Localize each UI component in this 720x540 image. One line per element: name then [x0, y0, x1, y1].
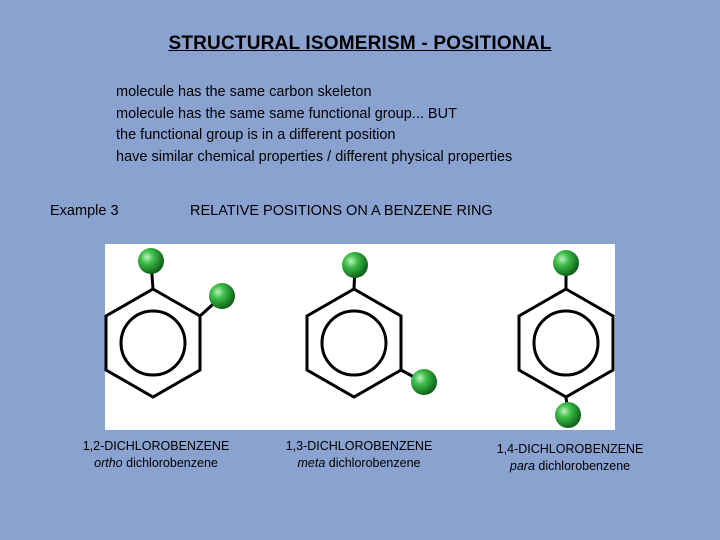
common-name-suffix: dichlorobenzene [325, 456, 421, 470]
chlorine-atom [209, 283, 235, 309]
isomer-prefix: meta [297, 456, 326, 470]
aromatic-circle [320, 309, 388, 377]
point-item: the functional group is in a different p… [116, 127, 396, 143]
isomer-prefix: ortho [94, 456, 123, 470]
common-name: para dichlorobenzene [470, 458, 670, 475]
point-item: molecule has the same same functional gr… [116, 105, 457, 122]
meta-label: 1,3-DICHLOROBENZENE meta dichlorobenzene [259, 438, 459, 472]
chlorine-atom [138, 248, 164, 274]
aromatic-circle [119, 309, 187, 377]
section-subheading: RELATIVE POSITIONS ON A BENZENE RING [190, 203, 493, 219]
point-item: molecule has the same carbon skeleton [116, 84, 372, 100]
isomer-prefix: para [509, 459, 535, 473]
aromatic-circle [532, 309, 600, 377]
para-dichlorobenzene-structure [517, 250, 615, 428]
chlorine-atom [553, 250, 579, 276]
molecule-name: 1,3-DICHLOROBENZENE [285, 439, 433, 453]
molecule-name: 1,4-DICHLOROBENZENE [496, 442, 644, 456]
common-name: meta dichlorobenzene [259, 455, 459, 472]
meta-dichlorobenzene-structure [305, 252, 437, 399]
slide-title: STRUCTURAL ISOMERISM - POSITIONAL [168, 33, 552, 54]
ortho-label: 1,2-DICHLOROBENZENE ortho dichlorobenzen… [56, 438, 256, 472]
common-name: ortho dichlorobenzene [56, 455, 256, 472]
para-label: 1,4-DICHLOROBENZENE para dichlorobenzene [470, 441, 670, 475]
common-name-suffix: dichlorobenzene [122, 456, 218, 470]
bullet-list: molecule has the same carbon skeleton mo… [116, 82, 512, 168]
benzene-ring [305, 287, 403, 399]
point-item: have similar chemical properties / diffe… [116, 148, 513, 165]
ortho-dichlorobenzene-structure [104, 248, 235, 399]
chlorine-atom [342, 252, 368, 278]
example-label: Example 3 [50, 203, 119, 219]
common-name-suffix: dichlorobenzene [534, 459, 631, 473]
molecule-name: 1,2-DICHLOROBENZENE [82, 439, 230, 453]
chlorine-atom [411, 369, 437, 395]
chlorine-atom [555, 402, 581, 428]
